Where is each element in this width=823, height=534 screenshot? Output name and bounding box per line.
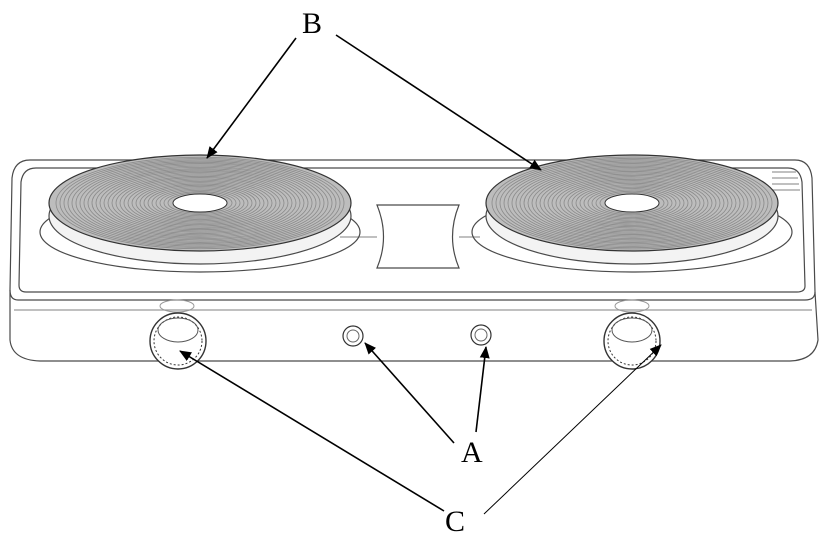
coil-ring: [151, 187, 249, 219]
coil-ring: [583, 186, 681, 220]
coil-ring: [155, 188, 245, 218]
left-knob-body: [149, 312, 207, 370]
coil-ring: [575, 184, 689, 222]
coil-ring: [563, 180, 701, 226]
coil-ring: [135, 182, 265, 224]
coil-ring: [79, 164, 321, 242]
coil-ring: [147, 186, 253, 220]
coil-ring: [75, 163, 325, 243]
coil-ring: [539, 172, 725, 234]
coil-ring: [527, 168, 737, 238]
coil-ring: [87, 166, 313, 240]
left-control-knob: [149, 299, 207, 370]
right-burner-coils: [491, 156, 773, 250]
left-burner-coils: [55, 156, 345, 250]
label-a: A: [461, 436, 483, 469]
coil-ring: [587, 188, 677, 218]
side-vents: [772, 171, 800, 191]
right-hotplate: [471, 154, 793, 273]
coil-ring: [531, 169, 733, 237]
coil-ring: [507, 161, 757, 245]
arrow-b-right: [335, 34, 542, 171]
left-burner-center: [172, 193, 228, 213]
coil-ring: [131, 180, 269, 226]
coil-ring: [511, 163, 753, 243]
coil-ring: [543, 173, 721, 233]
callout-arrows: [179, 34, 662, 515]
coil-ring: [71, 161, 329, 245]
coil-ring: [579, 185, 685, 221]
coil-ring: [103, 172, 297, 234]
coil-ring: [63, 159, 337, 247]
top-plate-inner-rim: [18, 167, 806, 293]
coil-ring: [595, 190, 669, 216]
arrow-c-left: [179, 350, 445, 512]
right-knob-grip: [607, 316, 657, 366]
coil-ring: [523, 167, 741, 239]
coil-ring: [515, 164, 749, 242]
coil-ring: [91, 168, 309, 238]
hotplate-body: [9, 159, 819, 362]
coil-ring: [59, 158, 341, 248]
coil-ring: [167, 192, 233, 214]
coil-ring: [535, 171, 729, 235]
left-knob-grip: [153, 316, 203, 366]
arrow-a-right: [475, 346, 490, 433]
coil-ring: [139, 183, 261, 223]
coil-ring: [99, 170, 301, 236]
center-recess: [376, 204, 460, 269]
coil-ring: [591, 189, 673, 217]
coil-ring: [123, 178, 277, 228]
coil-ring: [143, 184, 257, 222]
coil-ring: [55, 156, 345, 250]
coil-ring: [495, 157, 769, 249]
coil-ring: [159, 189, 241, 217]
coil-ring: [503, 160, 761, 246]
coil-ring: [67, 160, 333, 246]
arrow-c-right: [483, 344, 662, 515]
coil-ring: [571, 182, 693, 224]
top-plate-outline: [9, 159, 816, 301]
left-indicator-light: [342, 325, 364, 347]
coil-ring: [551, 176, 713, 230]
coil-ring: [163, 191, 237, 215]
coil-ring: [599, 192, 665, 214]
right-indicator-light: [470, 324, 492, 346]
coil-ring: [111, 174, 289, 232]
coil-ring: [115, 175, 285, 231]
coil-ring: [491, 156, 773, 250]
arrow-b-left: [206, 37, 297, 159]
coil-ring: [499, 159, 765, 247]
coil-ring: [519, 165, 745, 241]
arrow-a-left: [364, 342, 455, 444]
right-control-knob: [603, 299, 661, 370]
coil-ring: [83, 165, 317, 241]
coil-ring: [127, 179, 273, 227]
coil-ring: [555, 177, 709, 229]
right-knob-body: [603, 312, 661, 370]
coil-ring: [567, 181, 697, 225]
right-burner-center: [604, 193, 660, 213]
coil-ring: [559, 178, 705, 228]
coil-ring: [107, 173, 293, 233]
left-hotplate: [39, 154, 361, 273]
coil-ring: [547, 174, 717, 232]
label-c: C: [445, 505, 465, 534]
label-b: B: [302, 7, 322, 40]
front-lip: [9, 290, 819, 362]
coil-ring: [95, 169, 305, 237]
coil-ring: [119, 177, 281, 229]
